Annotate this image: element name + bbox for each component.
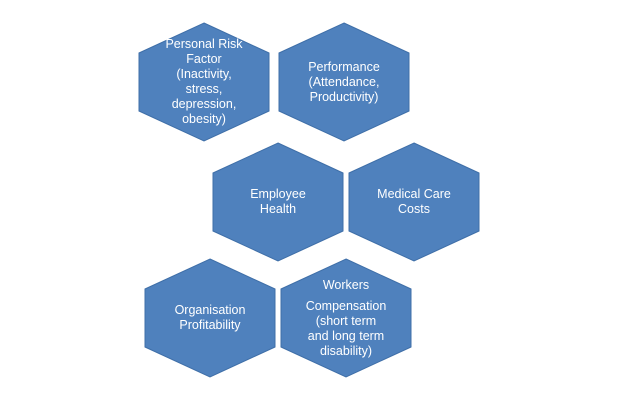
hexagon-label: Workers Compensation (short term and lon…	[298, 258, 394, 378]
hexagon-label: Performance (Attendance, Productivity)	[296, 22, 392, 142]
hexagon-employee-health: Employee Health	[210, 142, 346, 262]
label-line: Performance	[308, 59, 380, 74]
label-line: Profitability	[179, 318, 241, 332]
hexagon-shape	[144, 258, 276, 378]
label-line: Employee	[250, 187, 306, 201]
hexagon-shape	[280, 258, 412, 378]
label-line: Personal Risk	[165, 37, 243, 51]
label-line: (Attendance,	[308, 74, 380, 89]
hexagon-workers-compensation: Workers Compensation (short term and lon…	[278, 258, 414, 378]
hexagon-label: Employee Health	[230, 142, 326, 262]
hexagon-shape	[138, 22, 270, 142]
label-line: Factor	[186, 52, 222, 66]
label-heading: Workers	[322, 277, 370, 292]
label-line: Organisation	[174, 303, 246, 317]
label-line: Costs	[398, 202, 430, 216]
hexagon-personal-risk-factor: Personal Risk Factor (Inactivity, stress…	[136, 22, 272, 142]
hexagon-performance: Performance (Attendance, Productivity)	[276, 22, 412, 142]
label-line: Health	[259, 202, 297, 216]
label-line: Productivity)	[309, 89, 379, 104]
hexagon-shape	[348, 142, 480, 262]
label-line: (short term	[315, 313, 377, 328]
label-line: Medical Care	[377, 187, 451, 201]
hexagon-label: Organisation Profitability	[162, 258, 258, 378]
label-line: depression,	[171, 97, 237, 111]
label-line: (Inactivity,	[176, 67, 232, 81]
label-line: disability)	[319, 343, 373, 358]
label-line: Compensation	[305, 298, 387, 313]
hexagon-shape	[278, 22, 410, 142]
hexagon-organisation-profitability: Organisation Profitability	[142, 258, 278, 378]
hexagon-label: Medical Care Costs	[366, 142, 462, 262]
label-line: stress,	[185, 82, 223, 96]
hexagon-label: Personal Risk Factor (Inactivity, stress…	[156, 22, 252, 142]
hexagon-medical-care-costs: Medical Care Costs	[346, 142, 482, 262]
label-line: obesity)	[182, 112, 226, 126]
hexagon-shape	[212, 142, 344, 262]
label-line: and long term	[307, 328, 385, 343]
